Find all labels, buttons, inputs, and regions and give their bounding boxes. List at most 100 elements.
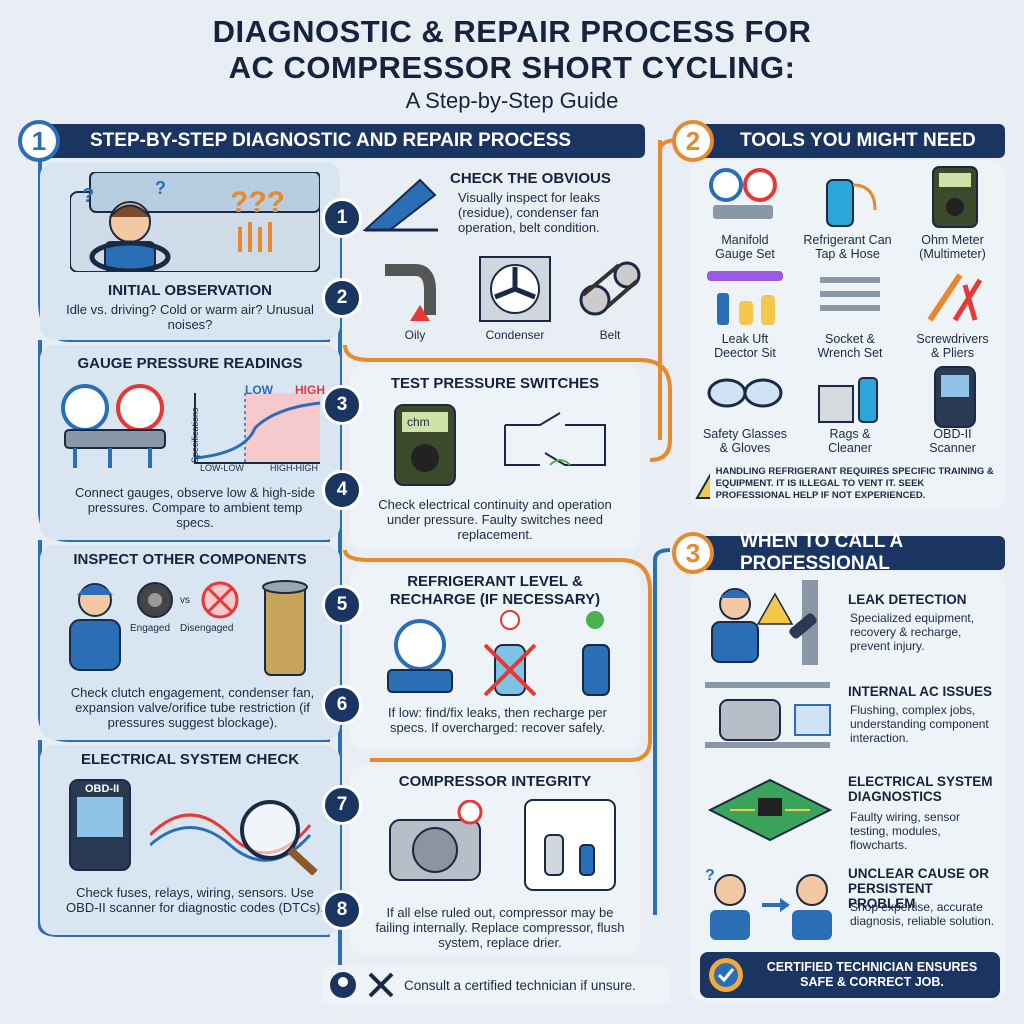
disengaged-label: Disengaged bbox=[180, 623, 234, 634]
socket-wrench-set-icon bbox=[820, 277, 880, 311]
car-hood-icon bbox=[362, 178, 438, 232]
electrical-check-body: Check fuses, relays, wiring, sensors. Us… bbox=[66, 885, 324, 915]
step-7: 7 bbox=[322, 785, 362, 825]
refrigerant-can-crossed-icon bbox=[483, 610, 537, 697]
step-5: 5 bbox=[322, 585, 362, 625]
warning-icon bbox=[695, 473, 710, 499]
initial-observation-card: ? ? ??? INITIAL OBSERVATION Idle vs. dri… bbox=[40, 162, 340, 340]
ohm-meter-icon bbox=[932, 166, 978, 228]
svg-text:???: ??? bbox=[230, 186, 285, 219]
check-obvious-body: Visually inspect for leaks (residue), co… bbox=[458, 190, 601, 235]
pressure-switches-body: Check electrical continuity and operatio… bbox=[378, 497, 612, 542]
pressure-switches-title: TEST PRESSURE SWITCHES bbox=[390, 375, 600, 392]
chart-low-label: LOW bbox=[245, 383, 273, 397]
tool-label-socket-set: Socket &Wrench Set bbox=[817, 332, 883, 360]
multimeter-icon bbox=[394, 404, 456, 486]
section2-header-text: TOOLS YOU MIGHT NEED bbox=[740, 130, 976, 151]
electrical-check-card: ELECTRICAL SYSTEM CHECK OBD-II Check fus… bbox=[40, 745, 340, 935]
oily-label: Oily bbox=[404, 328, 426, 342]
section2-header: TOOLS YOU MIGHT NEED bbox=[690, 124, 1005, 158]
warning-text: HANDLING REFRIGERANT REQUIRES SPECIFIC T… bbox=[715, 466, 994, 501]
title-line-2: AC COMPRESSOR SHORT CYCLING: bbox=[228, 50, 796, 85]
belt-icon bbox=[579, 261, 641, 316]
check-obvious-panel: CHECK THE OBVIOUS Visually inspect for l… bbox=[350, 160, 650, 350]
electrical-check-title: ELECTRICAL SYSTEM CHECK bbox=[80, 751, 300, 768]
multimeter-display: chm bbox=[407, 415, 430, 429]
title-line-1: DIAGNOSTIC & REPAIR PROCESS FOR bbox=[212, 14, 812, 49]
pro-item-4-title: UNCLEAR CAUSE OR PERSISTENT PROBLEM bbox=[848, 866, 990, 911]
driver-illustration: ? ? ??? bbox=[70, 172, 320, 272]
manifold-gauge-set-icon bbox=[709, 168, 777, 219]
refrigerant-title-1: REFRIGERANT LEVEL & bbox=[407, 573, 583, 590]
chart-x-high: HIGH-HIGH bbox=[270, 463, 318, 473]
pro-item-2-title: INTERNAL AC ISSUES bbox=[848, 684, 993, 699]
page-title: DIAGNOSTIC & REPAIR PROCESS FOR AC COMPR… bbox=[0, 14, 1024, 86]
chart-x-low: LOW-LOW bbox=[200, 463, 244, 473]
recharge-can-icon bbox=[582, 611, 610, 696]
checkmark-badge-icon bbox=[709, 958, 743, 992]
vs-label: vs bbox=[180, 595, 190, 606]
pro-item-4-body: Shop expertise, accurate diagnosis, reli… bbox=[850, 900, 995, 928]
chart-high-label: HIGH bbox=[295, 383, 325, 397]
tool-label-safety-glasses: Safety Glasses& Gloves bbox=[702, 427, 788, 455]
inspect-components-title: INSPECT OTHER COMPONENTS bbox=[73, 551, 307, 568]
step-8: 8 bbox=[322, 890, 362, 930]
scale-icon bbox=[387, 619, 453, 693]
certified-badge-text: CERTIFIED TECHNICIAN ENSURES SAFE & CORR… bbox=[766, 960, 978, 989]
belt-label: Belt bbox=[599, 328, 621, 342]
section1-number: 1 bbox=[18, 120, 60, 162]
clutch-engaged-icon bbox=[137, 582, 173, 618]
obd-scanner-icon bbox=[69, 779, 131, 871]
step-2: 2 bbox=[322, 278, 362, 318]
refrigerant-card: REFRIGERANT LEVEL & RECHARGE (IF NECESSA… bbox=[350, 565, 640, 750]
initial-observation-body: Idle vs. driving? Cold or warm air? Unus… bbox=[66, 302, 314, 332]
gauge-pressure-title: GAUGE PRESSURE READINGS bbox=[77, 355, 303, 372]
inspect-components-body: Check clutch engagement, condenser fan, … bbox=[70, 685, 315, 730]
clutch-disengaged-icon bbox=[201, 581, 239, 619]
step-1: 1 bbox=[322, 198, 362, 238]
consult-footer: Consult a certified technician if unsure… bbox=[322, 965, 670, 1005]
technician-badge-icon bbox=[330, 972, 356, 998]
compressor-icon bbox=[389, 800, 483, 881]
wiring-magnifier-icon bbox=[150, 800, 318, 875]
pressure-chart bbox=[194, 393, 321, 464]
pro-item-2-body: Flushing, complex jobs, understanding co… bbox=[850, 703, 989, 745]
obd-scanner-label: OBD-II bbox=[85, 783, 120, 795]
tool-label-rags: Rags &Cleaner bbox=[828, 427, 872, 455]
pressure-switches-card: TEST PRESSURE SWITCHES chm Check electri… bbox=[350, 365, 640, 550]
section1-header-text: STEP-BY-STEP DIAGNOSTIC AND REPAIR PROCE… bbox=[90, 130, 572, 151]
svg-text:?: ? bbox=[155, 178, 166, 198]
refrigerant-title-2: RECHARGE (IF NECESSARY) bbox=[389, 591, 601, 608]
compressor-card: COMPRESSOR INTEGRITY If all else ruled o… bbox=[350, 765, 640, 955]
pro-item-3-body: Faulty wiring, sensor testing, modules, … bbox=[850, 810, 961, 852]
pro-item-3-title: ELECTRICAL SYSTEM DIAGNOSTICS bbox=[848, 774, 993, 804]
chart-ylabel: Specifications bbox=[190, 407, 200, 463]
technician-icon bbox=[69, 583, 121, 671]
filter-drier-icon bbox=[262, 580, 308, 676]
section3-header-text: WHEN TO CALL A PROFESSIONAL bbox=[740, 531, 903, 574]
section2-number: 2 bbox=[672, 120, 714, 162]
screwdrivers-pliers-icon bbox=[927, 273, 983, 322]
initial-observation-title: INITIAL OBSERVATION bbox=[108, 282, 272, 299]
tools-icon bbox=[368, 972, 394, 998]
page-subtitle: A Step-by-Step Guide bbox=[405, 88, 619, 113]
engaged-label: Engaged bbox=[130, 623, 171, 634]
refrigerant-can-icon bbox=[826, 179, 877, 227]
compressor-title: COMPRESSOR INTEGRITY bbox=[398, 773, 592, 790]
gauge-pressure-body: Connect gauges, observe low & high-side … bbox=[75, 485, 315, 530]
switch-circuit-icon bbox=[504, 412, 606, 466]
gauge-pressure-card: GAUGE PRESSURE READINGS LOW HIGH Specifi… bbox=[40, 345, 340, 540]
obd-ii-scanner-icon bbox=[934, 366, 976, 428]
system-parts-icon bbox=[524, 799, 616, 891]
step-6: 6 bbox=[322, 685, 362, 725]
svg-text:?: ? bbox=[82, 185, 94, 207]
section1-header: STEP-BY-STEP DIAGNOSTIC AND REPAIR PROCE… bbox=[40, 124, 645, 158]
condenser-label: Condenser bbox=[485, 328, 545, 342]
step-3: 3 bbox=[322, 385, 362, 425]
leak-detection-illustration bbox=[711, 580, 818, 665]
condenser-fan-icon bbox=[479, 256, 551, 322]
